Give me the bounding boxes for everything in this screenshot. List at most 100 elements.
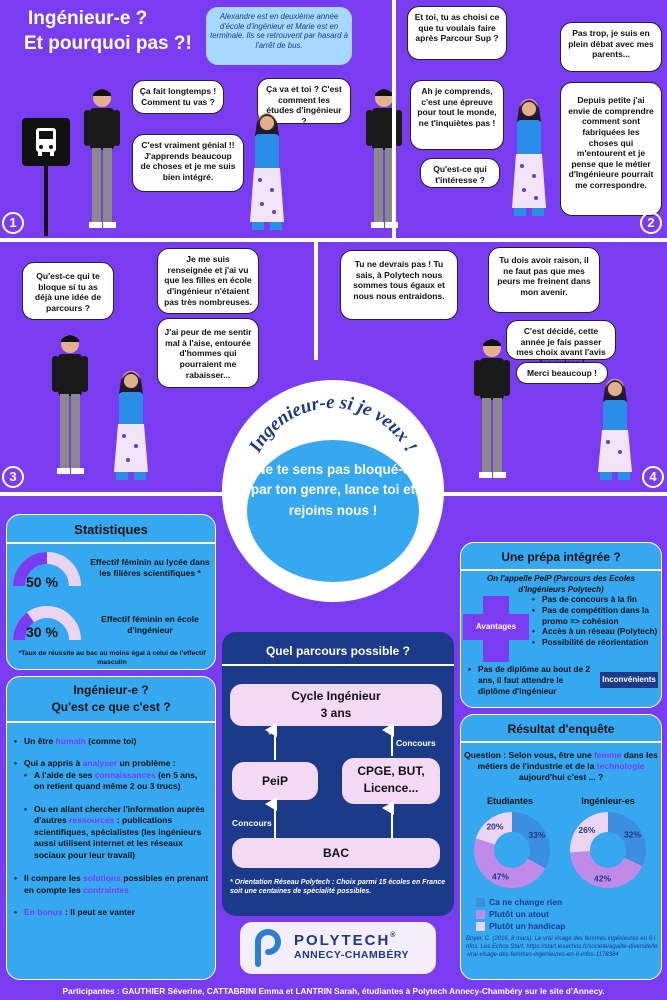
stat-value-2: 30 % <box>26 624 58 640</box>
pie1-slice-0 <box>608 812 646 867</box>
avantage-2: Pas de compétition dans la promo => cohé… <box>532 605 660 627</box>
inconvenients-label: Inconvénients <box>600 672 658 688</box>
center-message: Ne te sens pas bloqué-e par ton genre, l… <box>250 462 416 518</box>
qui-item-6: En bonus : Il peut se vanter <box>14 907 210 919</box>
parcours-title-line <box>222 664 454 666</box>
cpge-line-2: Licence... <box>363 780 419 795</box>
s4-bubble-4: Merci beaucoup ! <box>516 362 608 384</box>
s2-bubble-4: Pas trop, je suis en plein débat avec me… <box>560 22 662 72</box>
avantage-1: Pas de concours à la fin <box>532 594 660 605</box>
bus-stop-sign <box>22 118 70 166</box>
bus-icon <box>36 128 56 156</box>
legend-item-2: Plutôt un atout <box>476 908 566 920</box>
stat-label-2: Effectif féminin en école d'ingénieur <box>101 614 199 636</box>
marie-figure-1 <box>250 113 284 230</box>
center-message-disk <box>247 440 419 582</box>
alexandre-figure-1 <box>84 89 120 228</box>
enquete-title: Résultat d'enquête <box>507 722 615 736</box>
footer: Participantes : GAUTHIER Séverine, CATTA… <box>62 986 605 996</box>
scene-number-1: 1 <box>2 212 24 234</box>
avantages-list: Pas de concours à la fin Pas de compétit… <box>532 594 660 648</box>
s3-bubble-2: Je me suis renseignée et j'ai vu que les… <box>157 248 259 314</box>
title-line-2: Et pourquoi pas ?! <box>24 33 192 54</box>
cycle-line-2: 3 ans <box>320 705 352 720</box>
qui-title-1: Ingénieur-e ? <box>73 683 149 697</box>
title-line-1: Ingénieur-e ? <box>28 8 148 29</box>
legend-item-1: Ca ne change rien <box>476 896 566 908</box>
qui-title-line <box>6 721 216 723</box>
stats-panel <box>6 514 216 670</box>
peip-box: PeiP <box>232 762 318 800</box>
alexandre-figure-4 <box>474 339 510 478</box>
pie0-label-2: 20% <box>486 822 503 832</box>
divider-v-top <box>392 0 396 240</box>
bac-box: BAC <box>232 838 440 868</box>
s3-bubble-3: J'ai peur de me sentir mal à l'aise, ent… <box>157 318 259 388</box>
bus-stop-pole <box>44 166 48 236</box>
s2-bubble-5: Depuis petite j'ai envie de comprendre c… <box>560 82 662 216</box>
pie-title-1: Etudiantes <box>486 796 533 806</box>
logo-line-2: ANNECY-CHAMBÉRY <box>294 949 410 961</box>
parcours-star: * <box>268 730 272 740</box>
pie-chart-etudiantes: 33% 47% 20% <box>474 812 550 888</box>
qui-item-1: Un être humain (comme toi) <box>14 736 210 748</box>
pie1-slice-1 <box>570 851 643 888</box>
pie0-label-1: 47% <box>492 872 509 882</box>
pie1-label-2: 26% <box>578 825 595 835</box>
enquete-source: Boyer, C. (2016, 8 mars). Le vrai visage… <box>466 936 658 958</box>
divider-v-bottom <box>314 240 318 360</box>
enquete-question: Question : Selon vous, être une femme da… <box>464 750 658 783</box>
intro-box: Alexandre est en deuxième année d'école … <box>206 7 352 65</box>
s4-bubble-1: Tu ne devrais pas ! Tu sais, à Polytech … <box>340 250 458 320</box>
stat-value-1: 50 % <box>26 574 58 590</box>
scene-number-3: 3 <box>2 466 24 488</box>
pie0-label-0: 33% <box>528 830 545 840</box>
marie-figure-2 <box>512 99 546 216</box>
legend: Ca ne change rien Plutôt un atout Plutôt… <box>476 896 566 932</box>
s4-bubble-2: Tu dois avoir raison, il ne faut pas que… <box>488 247 600 313</box>
page-title: Ingénieur-e ? Et pourquoi pas ?! <box>24 6 192 56</box>
s4-bubble-3: C'est décidé, cette année je fais passer… <box>506 320 616 368</box>
qui-title-2: Qu'est ce que c'est ? <box>51 699 171 714</box>
polytech-logo: POLYTECH® ANNECY-CHAMBÉRY <box>240 922 436 974</box>
enquete-title-line <box>460 741 662 743</box>
qui-item-4: Ou en allant chercher l'information aupr… <box>24 804 210 861</box>
qui-item-3: A l'aide de ses connaissances (en 5 ans,… <box>24 770 210 793</box>
plus-shape-h <box>463 614 529 640</box>
pie1-label-0: 32% <box>624 829 641 839</box>
prepa-title: Une prépa intégrée ? <box>501 550 621 564</box>
alexandre-figure-2 <box>366 89 402 228</box>
qui-item-5: Il compare les solutions possibles en pr… <box>14 873 210 896</box>
inconvenient-text: Pas de diplôme au bout de 2 ans, il faut… <box>468 664 596 696</box>
stat-gauge-1 <box>13 552 81 587</box>
pie0-slice-2 <box>475 812 512 845</box>
cycle-line-1: Cycle Ingénieur <box>291 689 381 703</box>
s1-bubble-1: Ça fait longtemps ! Comment tu vas ? <box>132 80 224 114</box>
avantage-4: Possibilité de réorientation <box>532 637 660 648</box>
alexandre-figure-3 <box>52 335 88 474</box>
pie1-label-1: 42% <box>594 873 611 883</box>
polytech-logo-text: POLYTECH® ANNECY-CHAMBÉRY <box>294 932 409 961</box>
qui-item-2: Qui a appris à analyser un problème : <box>14 758 210 770</box>
pie-title-2: Ingénieur-es <box>581 796 635 806</box>
cpge-line-1: CPGE, BUT, <box>357 764 425 778</box>
divider-h-top <box>0 238 667 242</box>
logo-line-1: POLYTECH <box>294 932 391 949</box>
prepa-subtitle: On l'appelle PeiP (Parcours des Ecoles d… <box>487 574 635 594</box>
pie1-slice-2 <box>570 812 608 853</box>
scene-number-2: 2 <box>640 212 662 234</box>
s2-bubble-1: Et toi, tu as choisi ce que tu voulais f… <box>407 6 507 60</box>
pie0-slice-1 <box>474 838 546 888</box>
s2-bubble-3: Qu'est-ce qui t'intéresse ? <box>420 158 500 188</box>
parcours-title: Quel parcours possible ? <box>265 644 411 658</box>
gauge-1-fill <box>13 552 48 587</box>
polytech-logo-mark <box>255 929 281 967</box>
prepa-title-line <box>460 569 662 571</box>
avantages-label: Avantages <box>475 622 517 631</box>
stats-title: Statistiques <box>74 522 148 537</box>
concours-label-2: Concours <box>232 818 272 828</box>
avantage-3: Accès à un réseau (Polytech) <box>532 626 660 637</box>
marie-figure-4 <box>598 379 632 480</box>
s3-bubble-1: Qu'est-ce qui te bloque si tu as déjà un… <box>22 262 114 320</box>
stats-note: *Taux de réussite au bac au moins égal à… <box>18 650 206 666</box>
